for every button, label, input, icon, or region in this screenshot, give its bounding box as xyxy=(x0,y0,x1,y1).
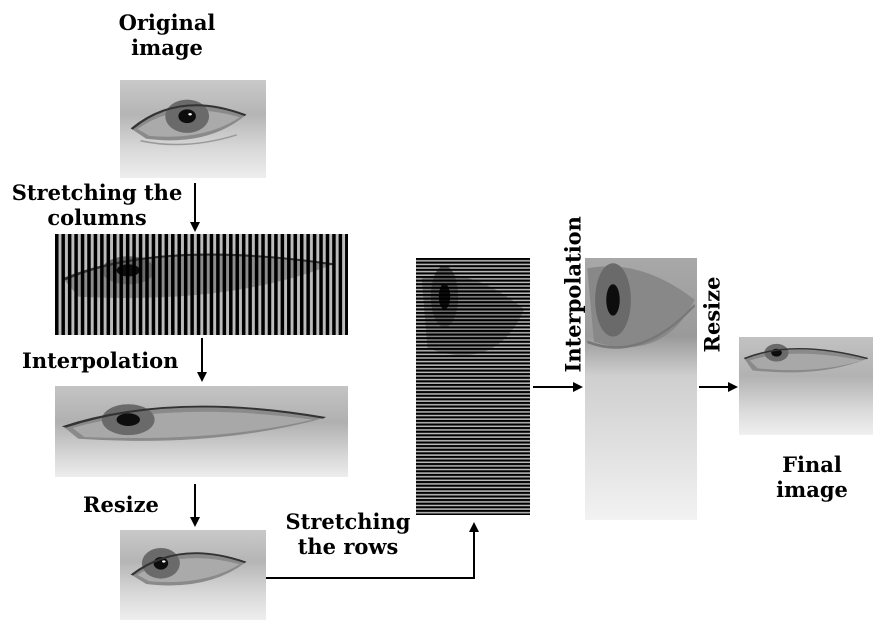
arrow-resize-to-rows xyxy=(266,524,474,578)
